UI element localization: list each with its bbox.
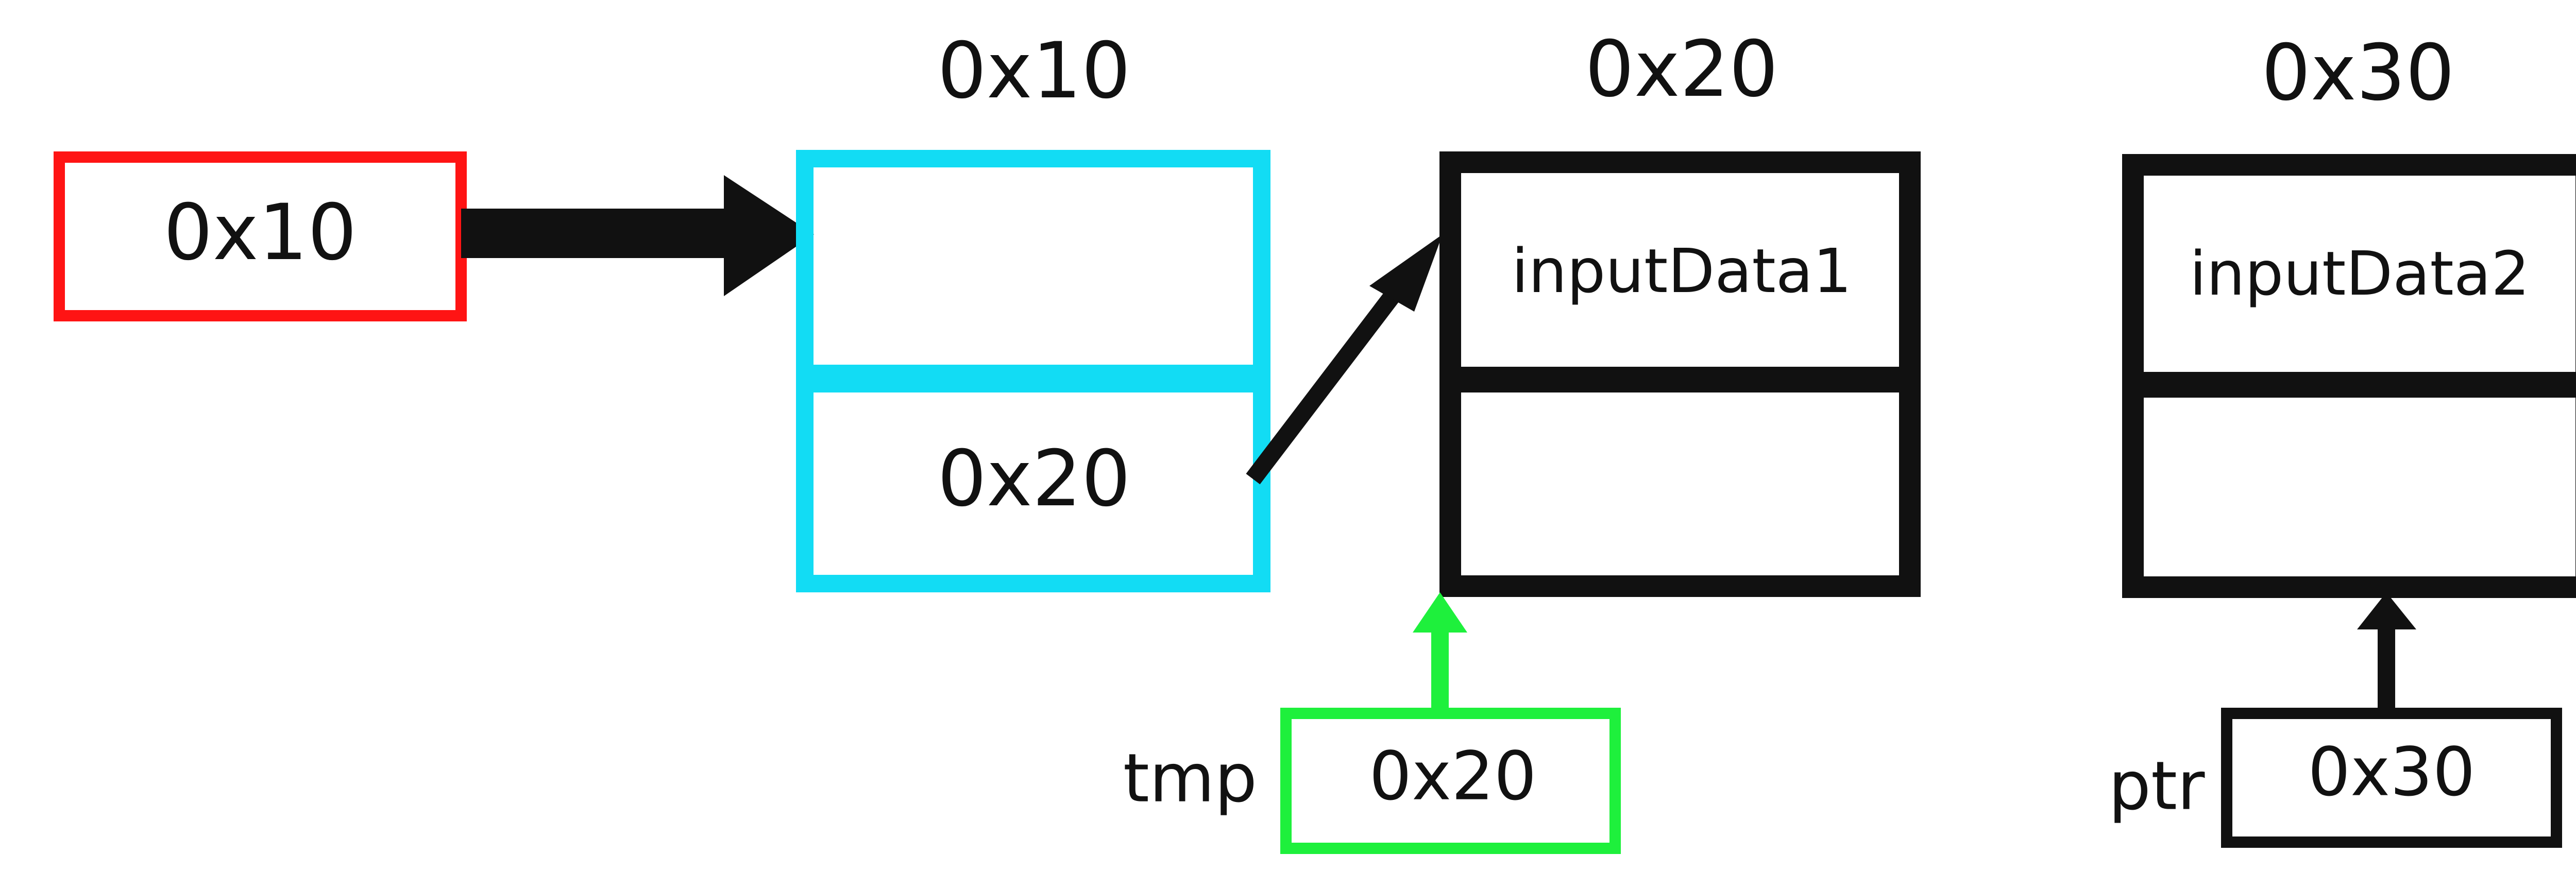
- node-3-data: inputData2: [2190, 238, 2530, 309]
- head-pointer-value: 0x10: [163, 188, 357, 278]
- head-to-node1-arrow: [461, 175, 814, 296]
- tmp-pointer: 0x20 tmp: [1123, 592, 1621, 854]
- ptr-pointer-value: 0x30: [2308, 733, 2475, 811]
- node-3-address: 0x30: [2261, 28, 2454, 118]
- node-1-address: 0x10: [937, 26, 1130, 116]
- node-1-next: 0x20: [937, 434, 1130, 524]
- tmp-pointer-label: tmp: [1123, 739, 1257, 817]
- node1-to-node2-arrow: [1246, 234, 1443, 485]
- node-2-address: 0x20: [1585, 25, 1778, 114]
- node-3: 0x30 inputData2: [2122, 28, 2576, 598]
- node-1: 0x10 0x20: [796, 26, 1270, 592]
- node-2-data: inputData1: [1512, 235, 1852, 306]
- ptr-pointer-label: ptr: [2109, 747, 2205, 825]
- head-pointer-box: 0x10: [54, 151, 467, 321]
- tmp-pointer-value: 0x20: [1369, 737, 1536, 815]
- ptr-pointer: 0x30 ptr: [2109, 592, 2562, 848]
- node-2: 0x20 inputData1: [1439, 25, 1921, 597]
